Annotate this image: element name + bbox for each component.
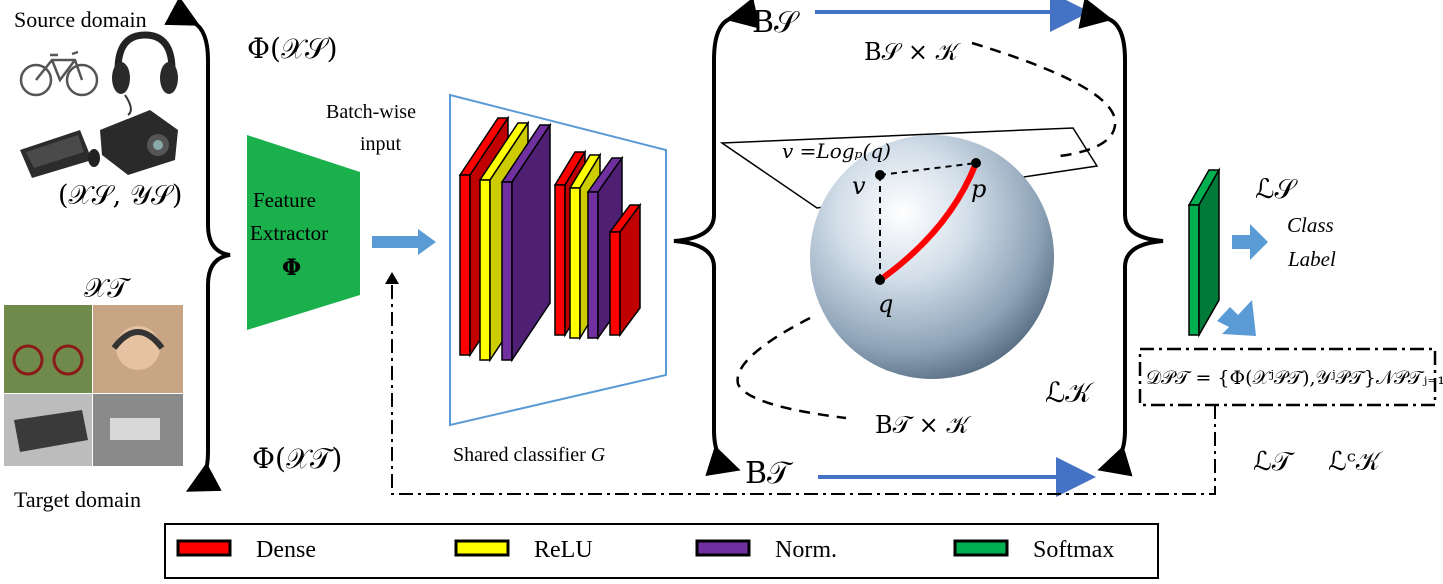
source-domain-label: Source domain [14, 7, 147, 32]
legend-swatch-norm [695, 539, 751, 557]
legend: Dense ReLU Norm. Softmax [176, 537, 1114, 563]
middle-brace [673, 0, 760, 477]
loss-t-label: ℒ𝒯 [1253, 447, 1295, 477]
classifier-label: Shared classifier [453, 444, 591, 466]
phi-target-label: Φ(𝒳𝒯) [252, 442, 342, 475]
log-map-label: v =Logₚ(q) [782, 139, 891, 163]
pseudo-set-label: 𝒟𝒫𝒯 = {Φ(𝒳ʲ𝒫𝒯),𝒴ʲ𝒫𝒯}𝒩𝒫𝒯ⱼ₌₁ [1146, 367, 1443, 389]
loss-k-label: ℒ𝒦 [1045, 376, 1095, 409]
feature-extractor-line1: Feature [253, 188, 316, 212]
pseudo-set-box [1138, 347, 1437, 407]
classifier-symbol: G [591, 444, 606, 466]
bs-k-label: B𝒮 × 𝒦 [864, 38, 962, 66]
geodesic-curve [878, 161, 979, 283]
bt-label: B𝒯 [745, 456, 794, 491]
bt-k-curve [736, 316, 847, 420]
legend-label-dense: Dense [256, 537, 316, 563]
legend-label-relu: ReLU [534, 537, 593, 563]
bs-k-curve [971, 41, 1117, 158]
loss-kc-label: ℒᶜ𝒦 [1328, 447, 1384, 477]
v-label: v [852, 172, 866, 200]
softmax-layer [1187, 167, 1221, 338]
svg-text:Shared classifier G: Shared classifier G [453, 444, 606, 466]
v-p-line [879, 162, 977, 176]
manifold-sphere [810, 135, 1054, 379]
phi-symbol: 𝚽 [282, 255, 301, 281]
legend-swatch-dense [176, 539, 232, 557]
input-arrow [372, 229, 436, 255]
bt-k-label: B𝒯 × 𝒦 [875, 411, 972, 439]
feedback-arrowhead [385, 272, 399, 284]
source-data-label: (𝒳𝒮, 𝒴𝒮) [58, 180, 182, 211]
projector-icon [100, 110, 178, 175]
feature-extractor-line2: Extractor [250, 221, 328, 245]
q-label: q [878, 290, 893, 318]
p-label: p [971, 175, 986, 203]
point-q [875, 275, 885, 285]
class-arrow [1232, 224, 1268, 260]
bicycle-icon [19, 50, 99, 97]
batch-input-line1: Batch-wise [326, 101, 416, 123]
legend-swatch-relu [454, 539, 510, 557]
batch-input-line2: input [360, 133, 402, 155]
right-brace [1078, 0, 1164, 477]
legend-label-norm: Norm. [775, 537, 837, 563]
class-label-line2: Label [1287, 247, 1336, 271]
pseudo-arrow [1217, 300, 1256, 336]
legend-box [164, 523, 1159, 579]
feedback-line [391, 276, 1216, 495]
keyboard-icon [20, 130, 92, 178]
class-label-line1: Class [1287, 213, 1334, 237]
phi-source-label: Φ(𝒳𝒮) [247, 32, 338, 65]
loss-s-label: ℒ𝒮 [1255, 174, 1298, 205]
point-p [971, 158, 981, 168]
legend-label-softmax: Softmax [1033, 537, 1114, 563]
point-v [875, 170, 885, 180]
classifier-layers [458, 115, 642, 363]
bs-label: B𝒮 [752, 5, 800, 40]
feature-extractor-block [247, 135, 360, 330]
target-data-label: 𝒳𝒯 [84, 273, 131, 304]
legend-swatch-softmax [953, 539, 1009, 557]
mouse-icon [88, 149, 100, 167]
left-brace [164, 0, 231, 492]
headphones-icon [112, 31, 178, 116]
classifier-frame [449, 93, 667, 427]
target-domain-label: Target domain [14, 487, 141, 512]
